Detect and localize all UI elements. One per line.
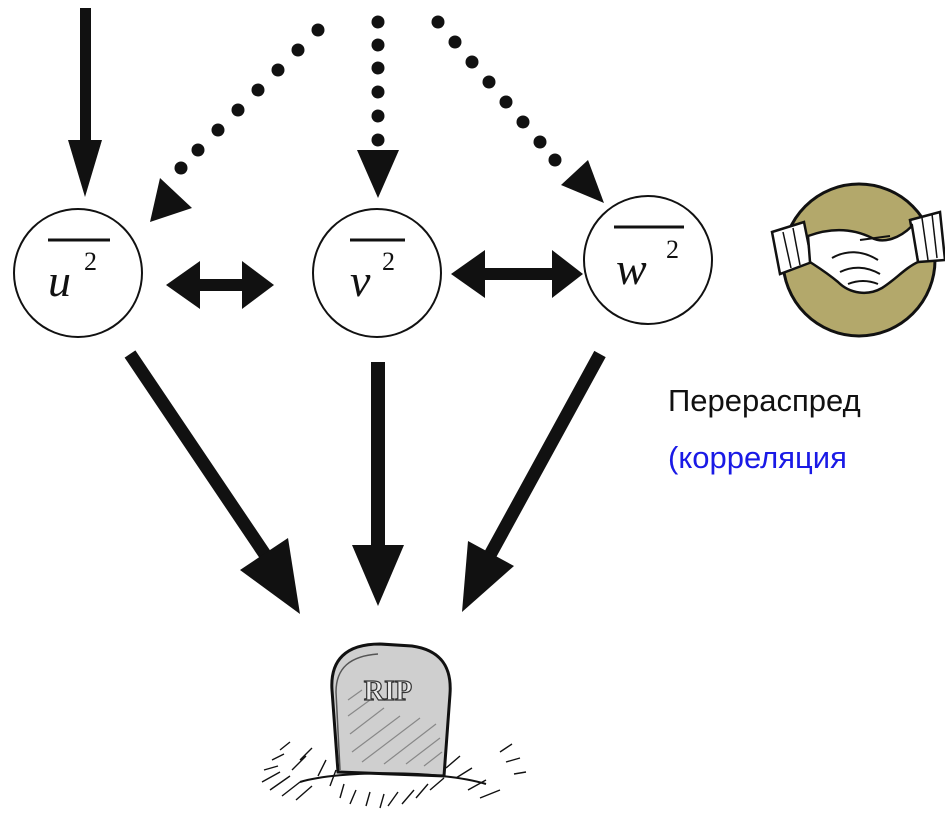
dotted-arrow-to-w bbox=[431, 15, 604, 203]
correlation-caption: (корреляция bbox=[668, 440, 847, 475]
node-u-exponent: 2 bbox=[84, 247, 97, 276]
node-u-squared: u 2 bbox=[13, 208, 143, 338]
node-v-exponent: 2 bbox=[382, 247, 395, 276]
node-v-squared: v 2 bbox=[312, 208, 442, 338]
exchange-arrow-u-v bbox=[166, 261, 274, 309]
node-w-symbol: w bbox=[616, 243, 647, 294]
redistribution-caption: Перераспред bbox=[668, 383, 861, 418]
production-arrow bbox=[68, 8, 102, 197]
tombstone-inscription: RIP bbox=[364, 676, 412, 707]
node-u-symbol: u bbox=[48, 255, 71, 306]
tombstone-rip-icon: RIP bbox=[261, 642, 527, 809]
dissipation-arrow-u bbox=[124, 350, 300, 614]
dotted-arrow-to-v bbox=[357, 15, 399, 198]
dissipation-arrow-w bbox=[462, 350, 606, 612]
handshake-icon bbox=[770, 182, 945, 338]
exchange-arrow-v-w bbox=[451, 250, 583, 298]
node-w-exponent: 2 bbox=[666, 235, 679, 264]
dissipation-arrow-v bbox=[352, 362, 404, 606]
node-v-symbol: v bbox=[350, 255, 371, 306]
node-w-squared: w 2 bbox=[583, 195, 713, 325]
dotted-arrow-to-u bbox=[150, 23, 325, 222]
